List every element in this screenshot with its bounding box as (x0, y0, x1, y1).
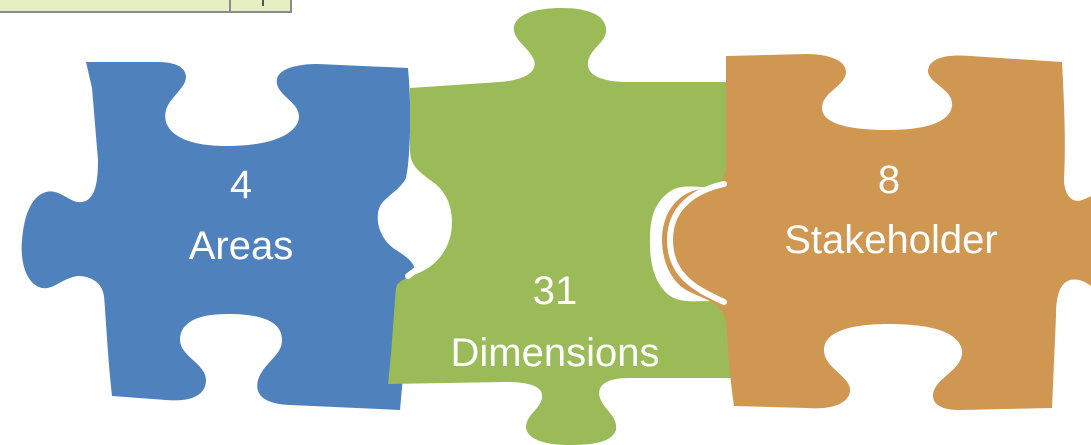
blue-piece-number: 4 (230, 163, 252, 207)
green-piece-label: Dimensions (451, 331, 660, 375)
puzzle-piece-blue (21, 62, 415, 410)
orange-piece-label: Stakeholder (784, 218, 997, 262)
puzzle-piece-orange (662, 54, 1091, 410)
top-cropped-strip (0, 0, 292, 13)
orange-piece-number: 8 (878, 158, 900, 202)
seam-highlight-green-orange (666, 181, 727, 305)
blue-piece-label: Areas (189, 224, 294, 268)
strip-mark (262, 0, 264, 6)
puzzle-piece-green (388, 8, 732, 445)
green-piece-number: 31 (533, 269, 578, 313)
strip-divider (229, 0, 231, 11)
seam-highlight-blue-green (405, 173, 444, 279)
